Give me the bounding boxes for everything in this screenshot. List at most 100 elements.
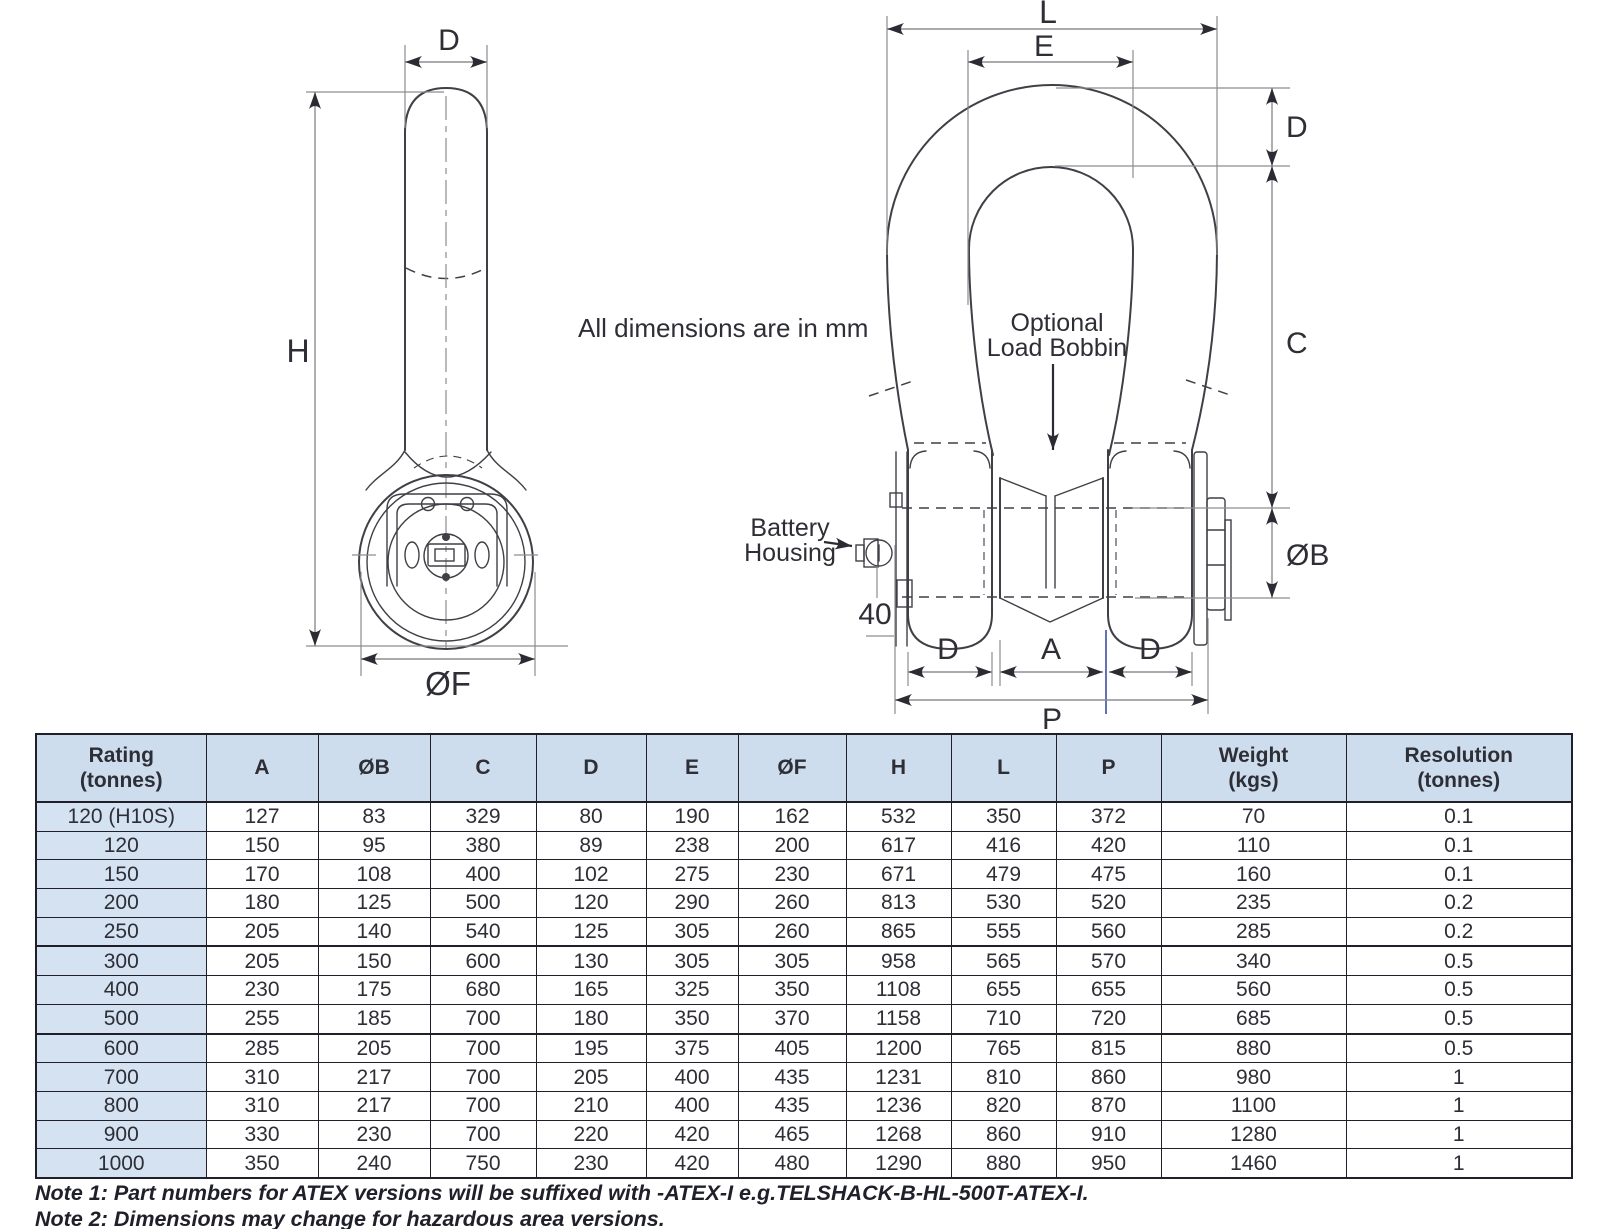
spec-cell: 350 [645, 1003, 739, 1035]
spec-cell: 372 [1055, 801, 1162, 832]
spec-cell: 0.1 [1345, 830, 1573, 861]
spec-cell: 0.5 [1345, 945, 1573, 977]
spec-cell: 880 [1160, 1032, 1347, 1064]
spec-cell: 720 [1055, 1003, 1162, 1035]
spec-cell: 160 [1160, 859, 1347, 890]
spec-cell: 230 [317, 1119, 431, 1150]
spec-cell: 0.1 [1345, 801, 1573, 832]
spec-cell: 190 [645, 801, 739, 832]
rating-cell: 300 [35, 945, 207, 977]
dim-d-right: D [1055, 87, 1308, 167]
table-header-row: Rating (tonnes) A ØB C D E ØF H L P Weig… [35, 733, 1573, 803]
spec-cell: 95 [317, 830, 431, 861]
spec-cell: 205 [205, 945, 319, 977]
pin-assembly [855, 442, 1232, 651]
spec-cell: 170 [205, 859, 319, 890]
spec-cell: 110 [1160, 830, 1347, 861]
spec-cell: 230 [205, 975, 319, 1005]
spec-cell: 479 [950, 859, 1057, 890]
label-d-pin: D [438, 24, 460, 57]
rating-cell: 250 [35, 916, 207, 947]
spec-cell: 127 [205, 801, 319, 832]
spec-cell: 1 [1345, 1062, 1573, 1092]
rating-cell: 600 [35, 1032, 207, 1064]
spec-cell: 150 [205, 830, 319, 861]
rating-cell: 120 [35, 830, 207, 861]
bow-body [868, 84, 1234, 456]
bobbin-label-line1: Optional [1010, 309, 1103, 337]
battery-label-line1: Battery [750, 514, 830, 542]
spec-cell: 230 [737, 859, 847, 890]
label-d-bottom-left: D [937, 633, 959, 666]
dim-pin-diameter: D [404, 24, 488, 128]
display-window [423, 533, 469, 581]
spec-cell: 165 [535, 975, 647, 1005]
spec-cell: 950 [1055, 1148, 1162, 1179]
spec-cell: 0.2 [1345, 916, 1573, 947]
spec-cell: 813 [845, 888, 952, 918]
spec-cell: 910 [1055, 1119, 1162, 1150]
spec-cell: 350 [205, 1148, 319, 1179]
right-view-bow: Optional Load Bobbin Battery Housing 40 … [744, 0, 1329, 733]
spec-cell: 1268 [845, 1119, 952, 1150]
spec-cell: 175 [317, 975, 431, 1005]
spec-cell: 865 [845, 916, 952, 947]
rating-cell: 120 (H10S) [35, 801, 207, 832]
rating-cell: 800 [35, 1090, 207, 1121]
spec-cell: 102 [535, 859, 647, 890]
col-header-b-dia: ØB [317, 733, 431, 803]
spec-cell: 860 [1055, 1062, 1162, 1092]
left-view-pin: D H ØF [286, 24, 568, 702]
spec-cell: 305 [645, 945, 739, 977]
spec-cell: 700 [429, 1062, 537, 1092]
spec-table: Rating (tonnes) A ØB C D E ØF H L P Weig… [35, 733, 1573, 1179]
annotation-load-bobbin: Optional Load Bobbin [987, 309, 1127, 450]
dim-body-diameter-f: ØF [360, 572, 536, 702]
spec-cell: 217 [317, 1062, 431, 1092]
spec-cell: 555 [950, 916, 1057, 947]
spec-cell: 305 [737, 945, 847, 977]
rating-cell: 900 [35, 1119, 207, 1150]
rating-cell: 500 [35, 1003, 207, 1035]
rating-cell: 1000 [35, 1148, 207, 1179]
spec-cell: 185 [317, 1003, 431, 1035]
spec-cell: 750 [429, 1148, 537, 1179]
pin-shank [365, 86, 527, 648]
spec-cell: 285 [1160, 916, 1347, 947]
spec-cell: 255 [205, 1003, 319, 1035]
spec-cell: 420 [645, 1119, 739, 1150]
spec-cell: 710 [950, 1003, 1057, 1035]
spec-cell: 980 [1160, 1062, 1347, 1092]
spec-cell: 220 [535, 1119, 647, 1150]
spec-cell: 655 [950, 975, 1057, 1005]
col-header-c: C [429, 733, 537, 803]
spec-cell: 140 [317, 916, 431, 947]
col-header-rating: Rating (tonnes) [35, 733, 207, 803]
note-1: Note 1: Part numbers for ATEX versions w… [35, 1181, 1089, 1205]
spec-cell: 1108 [845, 975, 952, 1005]
spec-cell: 820 [950, 1090, 1057, 1121]
label-e: E [1034, 30, 1054, 63]
rating-cell: 200 [35, 888, 207, 918]
spec-cell: 125 [317, 888, 431, 918]
label-b-dia: ØB [1286, 539, 1329, 572]
dim-l: L [886, 0, 1218, 255]
spec-cell: 880 [950, 1148, 1057, 1179]
spec-cell: 370 [737, 1003, 847, 1035]
spec-cell: 655 [1055, 975, 1162, 1005]
label-c: C [1286, 327, 1308, 360]
spec-cell: 400 [645, 1090, 739, 1121]
spec-cell: 290 [645, 888, 739, 918]
spec-cell: 375 [645, 1032, 739, 1064]
spec-cell: 120 [535, 888, 647, 918]
spec-cell: 305 [645, 916, 739, 947]
spec-cell: 700 [429, 1119, 537, 1150]
